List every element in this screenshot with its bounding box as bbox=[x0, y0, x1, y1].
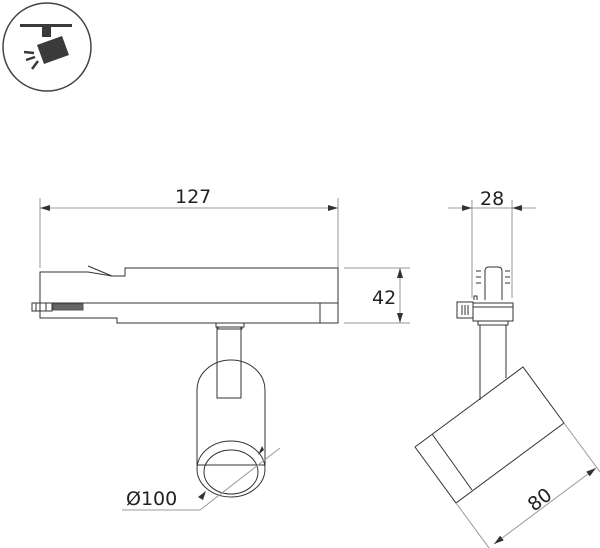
height-42-label: 42 bbox=[372, 287, 396, 309]
side-view bbox=[414, 200, 600, 548]
front-view bbox=[31, 198, 410, 511]
track-spotlight-icon bbox=[2, 2, 92, 92]
length-80-label: 80 bbox=[524, 484, 557, 516]
width-127-label: 127 bbox=[175, 186, 211, 208]
width-28-label: 28 bbox=[480, 188, 504, 210]
diameter-100-label: Ø100 bbox=[126, 488, 177, 510]
